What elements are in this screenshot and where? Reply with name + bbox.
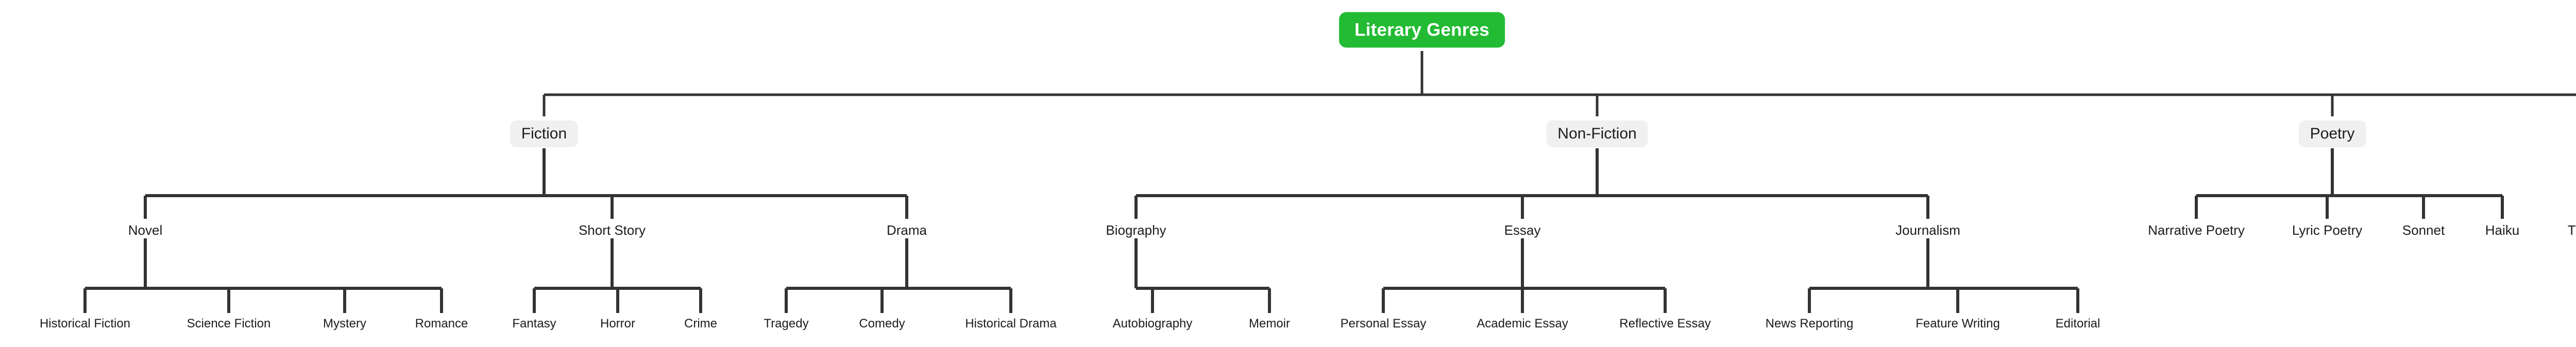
tree-node-drama-fic[interactable]: Drama xyxy=(886,222,927,238)
tree-node-poetry[interactable]: Poetry xyxy=(2298,120,2366,147)
tree-node-memoir[interactable]: Memoir xyxy=(1248,317,1291,331)
tree-node-tragedy-fic[interactable]: Tragedy xyxy=(764,317,809,331)
tree-node-fiction[interactable]: Fiction xyxy=(510,120,579,147)
tree-node-sonnet[interactable]: Sonnet xyxy=(2402,222,2445,238)
tree-node-journalism[interactable]: Journalism xyxy=(1895,222,1960,238)
tree-node-historical-drama[interactable]: Historical Drama xyxy=(965,317,1057,331)
tree-node-mystery[interactable]: Mystery xyxy=(323,317,366,331)
tree-node-haiku[interactable]: Haiku xyxy=(2485,222,2520,238)
tree-node-editorial[interactable]: Editorial xyxy=(2055,317,2100,331)
tree-node-narrative-poetry[interactable]: Narrative Poetry xyxy=(2148,222,2245,238)
tree-node-news-reporting[interactable]: News Reporting xyxy=(1765,317,1854,331)
tree-node-nonfiction[interactable]: Non-Fiction xyxy=(1546,120,1648,147)
tree-node-science-fiction[interactable]: Science Fiction xyxy=(187,317,271,331)
tree-node-novel[interactable]: Novel xyxy=(128,222,163,238)
tree-node-fantasy[interactable]: Fantasy xyxy=(512,317,556,331)
tree-node-academic-essay[interactable]: Academic Essay xyxy=(1477,317,1568,331)
tree-node-shortstory[interactable]: Short Story xyxy=(578,222,646,238)
tree-node-root[interactable]: Literary Genres xyxy=(1339,12,1505,48)
tree-node-autobiography[interactable]: Autobiography xyxy=(1112,317,1193,331)
tree-node-lyric-poetry[interactable]: Lyric Poetry xyxy=(2292,222,2363,238)
tree-node-historical-fiction[interactable]: Historical Fiction xyxy=(39,317,131,331)
tree-node-horror[interactable]: Horror xyxy=(600,317,636,331)
tree-node-comedy-fic[interactable]: Comedy xyxy=(859,317,905,331)
tree-node-feature-writing[interactable]: Feature Writing xyxy=(1916,317,2000,331)
tree-node-crime[interactable]: Crime xyxy=(684,317,717,331)
tree-node-biography[interactable]: Biography xyxy=(1106,222,1166,238)
tree-node-romance[interactable]: Romance xyxy=(415,317,468,331)
tree-node-essay[interactable]: Essay xyxy=(1504,222,1541,238)
tree-node-drama-tragedy[interactable]: Tragedy xyxy=(2567,222,2576,238)
tree-node-personal-essay[interactable]: Personal Essay xyxy=(1340,317,1427,331)
tree-node-reflective-essay[interactable]: Reflective Essay xyxy=(1619,317,1711,331)
